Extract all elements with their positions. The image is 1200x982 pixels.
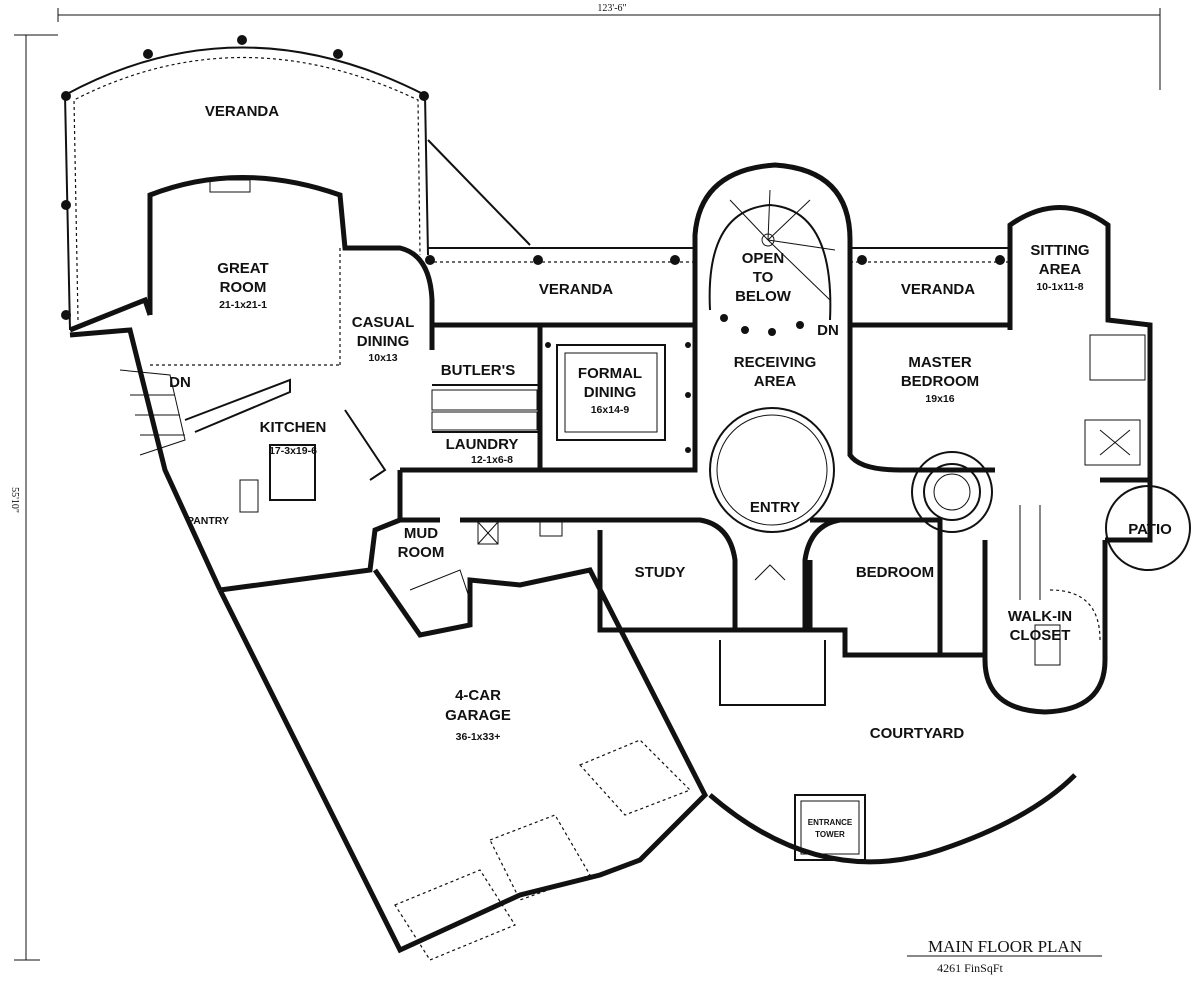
casual-dining-label-2: DINING bbox=[357, 333, 410, 350]
sitting-area-size: 10-1x11-8 bbox=[1036, 281, 1083, 293]
casual-dining-label: CASUAL bbox=[352, 314, 415, 331]
garage-size: 36-1x33+ bbox=[456, 731, 501, 743]
formal-dining-label: FORMAL bbox=[578, 365, 642, 382]
open-below-label-2: TO bbox=[753, 269, 774, 286]
veranda-top-label: VERANDA bbox=[205, 103, 279, 120]
mud-room-label-2: ROOM bbox=[398, 544, 445, 561]
butler-laundry-details bbox=[431, 384, 540, 433]
dimension-lines bbox=[14, 8, 1161, 961]
master-closet-details bbox=[1019, 334, 1146, 666]
formal-dining-label-2: DINING bbox=[584, 384, 637, 401]
walk-in-label: WALK-IN bbox=[1008, 608, 1072, 625]
entry-label: ENTRY bbox=[750, 499, 800, 516]
main-walls bbox=[69, 296, 1153, 715]
kitchen-details bbox=[119, 369, 387, 513]
receiving-label-2: AREA bbox=[754, 373, 797, 390]
casual-dining-size: 10x13 bbox=[368, 352, 397, 364]
mud-room-label: MUD bbox=[404, 525, 438, 542]
plan-area: 4261 FinSqFt bbox=[937, 961, 1003, 975]
dn-left-label: DN bbox=[169, 374, 191, 391]
master-bedroom-label-2: BEDROOM bbox=[901, 373, 979, 390]
great-room-size: 21-1x21-1 bbox=[219, 299, 267, 311]
garage-label-2: GARAGE bbox=[445, 707, 511, 724]
stair-down-label: DN bbox=[817, 322, 839, 339]
veranda-middle bbox=[425, 247, 695, 328]
open-below-label: OPEN bbox=[742, 250, 785, 267]
open-below-label-3: BELOW bbox=[735, 288, 792, 305]
bedroom-label: BEDROOM bbox=[856, 564, 934, 581]
sitting-area-label: SITTING bbox=[1030, 242, 1089, 259]
great-room-label: GREAT bbox=[217, 260, 268, 277]
receiving-label: RECEIVING bbox=[734, 354, 817, 371]
courtyard-label: COURTYARD bbox=[870, 725, 965, 742]
room-labels: 123'-6" VERANDA GREAT ROOM 21-1x21-1 CAS… bbox=[169, 3, 1172, 975]
master-bath-rotunda bbox=[911, 451, 993, 533]
courtyard bbox=[708, 773, 1077, 865]
mud-room-details bbox=[409, 521, 563, 601]
walk-in-label-2: CLOSET bbox=[1010, 627, 1071, 644]
great-room-label-2: ROOM bbox=[220, 279, 267, 296]
study-label: STUDY bbox=[635, 564, 686, 581]
width-dimension: 123'-6" bbox=[597, 3, 626, 14]
kitchen-label: KITCHEN bbox=[260, 419, 327, 436]
formal-dining-size: 16x14-9 bbox=[591, 404, 630, 416]
patio-shape bbox=[1105, 485, 1191, 571]
sitting-area-label-2: AREA bbox=[1039, 261, 1082, 278]
entry-rotunda bbox=[709, 407, 835, 706]
tower-label-2: TOWER bbox=[815, 830, 845, 839]
laundry-size: 12-1x6-8 bbox=[471, 454, 513, 466]
spiral-stair bbox=[692, 162, 853, 336]
plan-title: MAIN FLOOR PLAN bbox=[928, 937, 1082, 956]
formal-dining-ceiling bbox=[545, 342, 691, 453]
veranda-top bbox=[61, 35, 531, 331]
laundry-label: LAUNDRY bbox=[446, 436, 519, 453]
patio-label: PATIO bbox=[1128, 521, 1172, 538]
pantry-label: PANTRY bbox=[187, 515, 229, 527]
depth-dimension: 55'10" bbox=[9, 487, 20, 513]
tower-label: ENTRANCE bbox=[808, 818, 853, 827]
master-bedroom-label: MASTER bbox=[908, 354, 972, 371]
veranda-mid-label: VERANDA bbox=[539, 281, 613, 298]
great-room-walls bbox=[147, 175, 435, 366]
butlers-label: BUTLER'S bbox=[441, 362, 515, 379]
master-bedroom-size: 19x16 bbox=[925, 393, 954, 405]
garage-walls bbox=[217, 517, 709, 961]
garage-label: 4-CAR bbox=[455, 687, 501, 704]
veranda-right bbox=[850, 205, 1153, 480]
kitchen-size: 17-3x19-6 bbox=[269, 445, 317, 457]
veranda-right-label: VERANDA bbox=[901, 281, 975, 298]
